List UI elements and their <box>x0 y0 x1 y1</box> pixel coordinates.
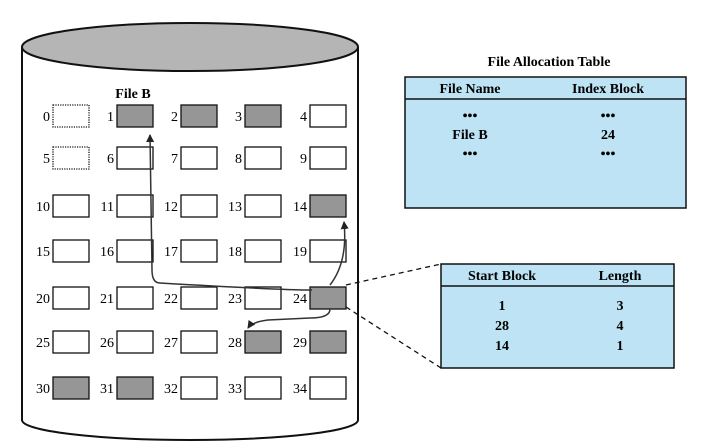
disk-block <box>180 146 218 170</box>
block-number: 8 <box>235 152 242 167</box>
disk-block <box>244 330 282 354</box>
fat-row-cell: 24 <box>601 128 615 143</box>
fat-row-cell: ••• <box>601 109 616 124</box>
block-number: 11 <box>101 200 114 215</box>
block-number: 9 <box>300 152 307 167</box>
block-number: 7 <box>171 152 178 167</box>
disk-block <box>116 376 154 400</box>
block-number: 6 <box>107 152 114 167</box>
block-number: 15 <box>36 245 50 260</box>
disk-block <box>244 146 282 170</box>
file-b-label: File B <box>115 87 150 102</box>
disk-block <box>116 330 154 354</box>
block-number: 10 <box>36 200 50 215</box>
fat-row-cell: ••• <box>463 109 478 124</box>
block-number: 27 <box>164 336 178 351</box>
block-number: 30 <box>36 382 50 397</box>
disk-block <box>180 104 218 128</box>
disk-block <box>244 239 282 263</box>
block-number: 23 <box>228 292 242 307</box>
block-number: 2 <box>171 110 178 125</box>
arrow-to-block-1 <box>146 134 313 291</box>
disk-block <box>180 286 218 310</box>
disk-block <box>309 146 347 170</box>
disk-block <box>52 239 90 263</box>
block-number: 13 <box>228 200 242 215</box>
block-number: 24 <box>293 292 307 307</box>
block-number: 34 <box>293 382 307 397</box>
fat-row-cell: File B <box>452 128 487 143</box>
block-number: 25 <box>36 336 50 351</box>
file-allocation-table: File Name Index Block ••• ••• File B 24 … <box>404 76 687 209</box>
disk-block <box>116 194 154 218</box>
disk-block <box>309 104 347 128</box>
index-row-cell: 1 <box>617 339 624 354</box>
block-number: 3 <box>235 110 242 125</box>
arrow-to-block-28 <box>247 308 331 329</box>
index-row-cell: 3 <box>617 299 624 314</box>
disk-block <box>116 286 154 310</box>
index-row-cell: 1 <box>499 299 506 314</box>
block-number: 1 <box>107 110 114 125</box>
block-number: 12 <box>164 200 178 215</box>
callout-line-top <box>345 263 442 286</box>
index-row-cell: 14 <box>495 339 509 354</box>
disk-block <box>52 330 90 354</box>
fat-header-file-name: File Name <box>439 82 500 97</box>
index-header-start-block: Start Block <box>468 269 536 284</box>
disk-block <box>309 194 347 218</box>
disk-block <box>52 194 90 218</box>
block-number: 14 <box>293 200 307 215</box>
index-block-table: Start Block Length 1 3 28 4 14 1 <box>440 263 675 369</box>
block-number: 20 <box>36 292 50 307</box>
disk-block <box>180 376 218 400</box>
disk-block <box>244 104 282 128</box>
disk-block <box>52 146 90 170</box>
block-number: 16 <box>100 245 114 260</box>
block-number: 18 <box>228 245 242 260</box>
block-number: 22 <box>164 292 178 307</box>
disk-block <box>309 330 347 354</box>
disk-block <box>244 194 282 218</box>
fat-row-cell: ••• <box>601 147 616 162</box>
disk-block <box>116 104 154 128</box>
fat-title: File Allocation Table <box>488 55 611 70</box>
index-row-cell: 28 <box>495 319 509 334</box>
block-number: 5 <box>43 152 50 167</box>
disk-block <box>244 376 282 400</box>
arrow-to-block-14 <box>329 221 349 286</box>
block-number: 26 <box>100 336 114 351</box>
disk-block <box>309 239 347 263</box>
block-number: 32 <box>164 382 178 397</box>
block-number: 17 <box>164 245 178 260</box>
extent-arrows <box>146 134 349 329</box>
callout-line-bottom <box>345 306 442 369</box>
block-number: 33 <box>228 382 242 397</box>
index-row-cell: 4 <box>617 319 624 334</box>
disk-block <box>244 286 282 310</box>
disk-block <box>180 239 218 263</box>
index-header-length: Length <box>599 269 642 284</box>
disk-block <box>52 104 90 128</box>
fat-header-index-block: Index Block <box>572 82 644 97</box>
block-number: 21 <box>100 292 114 307</box>
fat-row-cell: ••• <box>463 147 478 162</box>
disk-block <box>309 376 347 400</box>
disk-block <box>180 194 218 218</box>
block-number: 29 <box>293 336 307 351</box>
block-number: 31 <box>100 382 114 397</box>
disk-block <box>116 239 154 263</box>
disk-block <box>180 330 218 354</box>
block-number: 28 <box>228 336 242 351</box>
block-number: 4 <box>300 110 307 125</box>
disk-block <box>52 286 90 310</box>
block-number: 19 <box>293 245 307 260</box>
disk-block <box>116 146 154 170</box>
block-number: 0 <box>43 110 50 125</box>
disk-block <box>309 286 347 310</box>
disk-block <box>52 376 90 400</box>
